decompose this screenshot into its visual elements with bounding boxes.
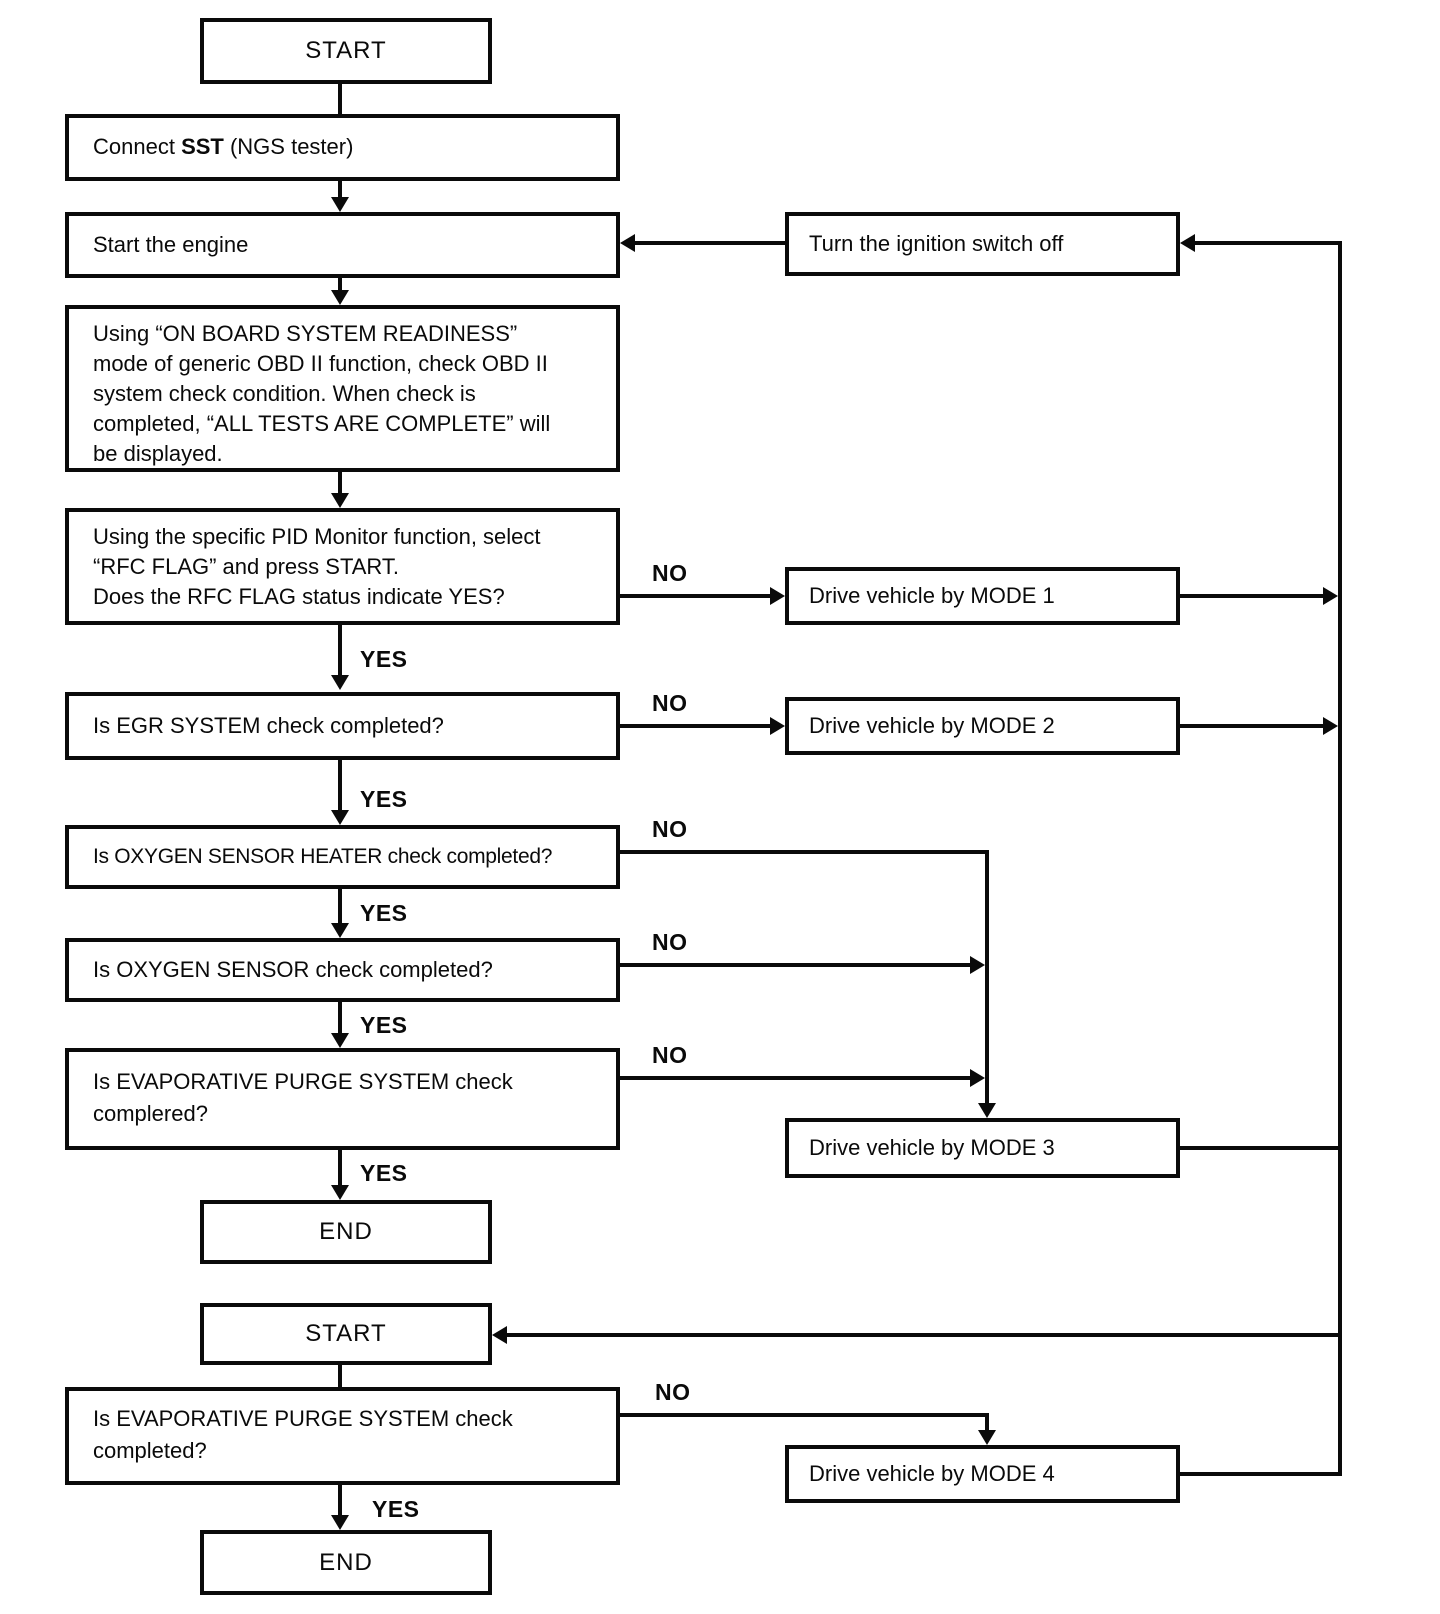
node-o2-sensor-check: Is OXYGEN SENSOR check completed? [65, 938, 620, 1002]
connector-mode4-feeder-line [985, 1413, 989, 1430]
node-drive-mode-1: Drive vehicle by MODE 1 [785, 567, 1180, 625]
connect-sst-suffix: (NGS tester) [223, 134, 354, 160]
arrowhead-into-mode3 [978, 1103, 996, 1118]
label-no-heater: NO [652, 816, 688, 842]
connector-mode4-to-return [1180, 1472, 1342, 1476]
connector-start2-to-evap2 [338, 1365, 342, 1387]
node-drive-mode-4: Drive vehicle by MODE 4 [785, 1445, 1180, 1503]
node-evap-purge-check-1: Is EVAPORATIVE PURGE SYSTEM check comple… [65, 1048, 620, 1150]
label-no-pid: NO [652, 560, 688, 586]
node-obd-readiness-check: Using “ON BOARD SYSTEM READINESS” mode o… [65, 305, 620, 472]
node-start-top: START [200, 18, 492, 84]
node-drive-mode-1-label: Drive vehicle by MODE 1 [809, 582, 1055, 608]
node-evap-purge-check-2: Is EVAPORATIVE PURGE SYSTEM check comple… [65, 1387, 620, 1485]
arrowhead-into-obd [331, 290, 349, 305]
arrowhead-o2-feeder [970, 956, 985, 974]
node-o2-sensor-check-label: Is OXYGEN SENSOR check completed? [93, 956, 493, 982]
node-start-engine: Start the engine [65, 212, 620, 278]
arrowhead-into-mode4 [978, 1430, 996, 1445]
arrowhead-into-mode2 [770, 717, 785, 735]
connector-evap1-to-end1 [338, 1150, 342, 1185]
arrowhead-mode1-return [1323, 587, 1338, 605]
node-drive-mode-2: Drive vehicle by MODE 2 [785, 697, 1180, 755]
node-end-2: END [200, 1530, 492, 1595]
connector-mode1-to-return [1180, 594, 1323, 598]
connector-heater-no-line [620, 850, 989, 854]
label-no-evap2: NO [655, 1379, 691, 1405]
arrowhead-into-end2 [331, 1515, 349, 1530]
connector-engine-to-obd [338, 278, 342, 290]
node-o2-heater-check-label: Is OXYGEN SENSOR HEATER check completed? [93, 845, 553, 869]
label-yes-pid: YES [360, 646, 408, 672]
connector-egr-no-to-mode2 [620, 724, 770, 728]
node-start-bottom-label: START [305, 1320, 387, 1348]
node-connect-sst: Connect SST (NGS tester) [65, 114, 620, 181]
arrowhead-evap1-feeder [970, 1069, 985, 1087]
node-egr-check: Is EGR SYSTEM check completed? [65, 692, 620, 760]
node-start-bottom: START [200, 1303, 492, 1365]
connector-mode3-feeder-line [985, 850, 989, 1103]
arrowhead-into-evap1 [331, 1033, 349, 1048]
node-start-top-label: START [305, 37, 387, 65]
connector-egr-to-heater [338, 760, 342, 810]
connector-heater-to-o2 [338, 889, 342, 923]
node-pid-monitor-rfc-flag-label: Using the specific PID Monitor function,… [93, 524, 541, 609]
node-obd-readiness-check-label: Using “ON BOARD SYSTEM READINESS” mode o… [93, 321, 551, 466]
arrowhead-into-ignition [1180, 234, 1195, 252]
connector-start-to-sst [338, 84, 342, 114]
connector-evap2-no-line [620, 1413, 989, 1417]
connector-right-return-line [1338, 241, 1342, 1476]
connector-o2-no-line [620, 963, 970, 967]
label-yes-heater: YES [360, 900, 408, 926]
connector-evap1-no-line [620, 1076, 970, 1080]
node-drive-mode-2-label: Drive vehicle by MODE 2 [809, 712, 1055, 738]
node-drive-mode-4-label: Drive vehicle by MODE 4 [809, 1460, 1055, 1486]
label-yes-o2: YES [360, 1012, 408, 1038]
connector-mode3-to-return [1180, 1146, 1342, 1150]
node-end-1-label: END [319, 1218, 373, 1246]
label-yes-egr: YES [360, 786, 408, 812]
arrowhead-into-start2 [492, 1326, 507, 1344]
arrowhead-into-pid [331, 493, 349, 508]
node-evap-purge-check-1-label: Is EVAPORATIVE PURGE SYSTEM check comple… [93, 1069, 513, 1126]
connector-obd-to-pid [338, 472, 342, 493]
arrowhead-into-engine [331, 197, 349, 212]
node-o2-heater-check: Is OXYGEN SENSOR HEATER check completed? [65, 825, 620, 889]
arrowhead-into-engine-right [620, 234, 635, 252]
node-drive-mode-3-label: Drive vehicle by MODE 3 [809, 1134, 1055, 1160]
connector-return-to-start2 [507, 1333, 1342, 1337]
label-no-o2: NO [652, 929, 688, 955]
node-end-1: END [200, 1200, 492, 1264]
node-drive-mode-3: Drive vehicle by MODE 3 [785, 1118, 1180, 1178]
connector-pid-no-to-mode1 [620, 594, 770, 598]
label-no-egr: NO [652, 690, 688, 716]
label-yes-evap1: YES [360, 1160, 408, 1186]
label-no-evap1: NO [652, 1042, 688, 1068]
connect-sst-bold: SST [181, 134, 224, 160]
node-end-2-label: END [319, 1548, 373, 1576]
node-turn-ignition-off: Turn the ignition switch off [785, 212, 1180, 276]
node-turn-ignition-off-label: Turn the ignition switch off [809, 230, 1064, 256]
node-evap-purge-check-2-label: Is EVAPORATIVE PURGE SYSTEM check comple… [93, 1406, 513, 1463]
arrowhead-mode2-return [1323, 717, 1338, 735]
arrowhead-into-mode1 [770, 587, 785, 605]
connector-pid-to-egr [338, 625, 342, 675]
node-pid-monitor-rfc-flag: Using the specific PID Monitor function,… [65, 508, 620, 625]
connector-ignition-to-engine [635, 241, 785, 245]
node-egr-check-label: Is EGR SYSTEM check completed? [93, 712, 444, 738]
arrowhead-into-egr [331, 675, 349, 690]
connector-sst-to-engine [338, 181, 342, 197]
connector-mode2-to-return [1180, 724, 1323, 728]
connector-evap2-to-end2 [338, 1485, 342, 1515]
arrowhead-into-heater [331, 810, 349, 825]
connect-sst-prefix: Connect [93, 134, 182, 160]
connector-o2-to-evap1 [338, 1002, 342, 1033]
arrowhead-into-end1 [331, 1185, 349, 1200]
connector-return-to-ignition [1195, 241, 1342, 245]
node-start-engine-label: Start the engine [93, 231, 249, 257]
arrowhead-into-o2 [331, 923, 349, 938]
label-yes-evap2: YES [372, 1496, 420, 1522]
node-connect-sst-label: Connect SST (NGS tester) [93, 133, 353, 162]
